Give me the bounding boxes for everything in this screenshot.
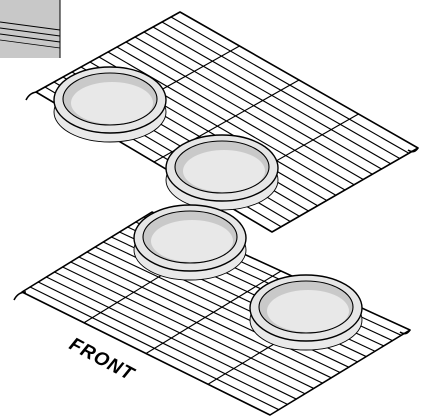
pan-lower-front-right — [249, 274, 363, 351]
upper-rack-side-hook — [25, 91, 419, 153]
pan-lower-back-left — [133, 204, 247, 281]
lower-rack-side-hook — [13, 291, 411, 335]
pan-upper-front-right — [165, 134, 279, 211]
front-label: FRONT — [66, 334, 138, 386]
oven-wall-corner — [0, 0, 61, 58]
lower-rack-wire-cross — [145, 270, 282, 355]
pan-upper-back-left — [53, 66, 167, 143]
